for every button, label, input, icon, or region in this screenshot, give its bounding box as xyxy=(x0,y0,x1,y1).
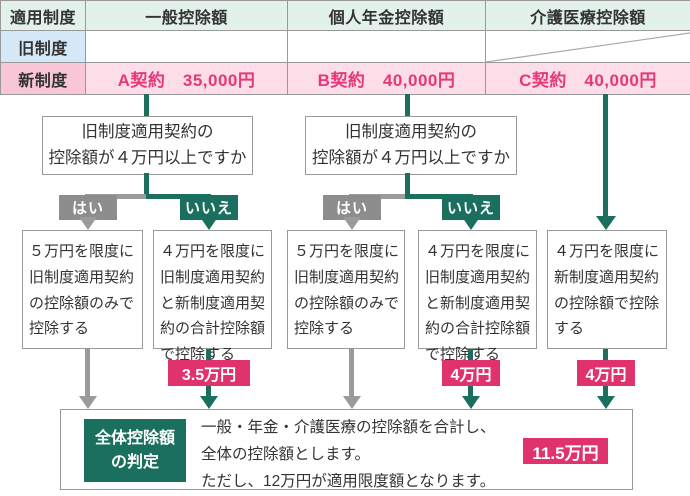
summary-title-line1: 全体控除額 xyxy=(94,430,175,448)
flow-line-general-no-horizontal xyxy=(146,194,211,199)
action-box-pension-yes: ５万円を限度に旧制度適用契約の控除額のみで控除する xyxy=(287,230,405,349)
result-badge-pension: 4万円 xyxy=(442,360,500,386)
arrow-down-icon-summary-5 xyxy=(597,396,615,409)
old-system-care-cell xyxy=(486,31,690,63)
arrow-down-icon-pension-yes xyxy=(343,217,361,230)
flow-line-pension-stub xyxy=(405,173,410,199)
header-cell-pension: 個人年金控除額 xyxy=(288,1,486,31)
new-system-pension-value: B契約 40,000円 xyxy=(288,63,486,95)
flow-line-care-drop xyxy=(603,94,608,217)
question-box-pension: 旧制度適用契約の 控除額が４万円以上ですか xyxy=(305,116,517,175)
result-badge-care: 4万円 xyxy=(577,360,635,386)
action-box-care: ４万円を限度に新制度適用契約の控除額で控除する xyxy=(547,230,667,349)
action-box-pension-no: ４万円を限度に旧制度適用契約と新制度適用契約の合計控除額で控除する xyxy=(418,230,537,363)
summary-title-badge: 全体控除額 の判定 xyxy=(84,419,186,482)
row-label-old-system: 旧制度 xyxy=(1,31,86,63)
no-badge-general: いいえ xyxy=(180,195,238,220)
header-cell-care: 介護医療控除額 xyxy=(486,1,690,31)
arrow-down-icon-general-no xyxy=(200,217,218,230)
flow-line-general-yes-down xyxy=(85,349,90,397)
new-system-general-value: A契約 35,000円 xyxy=(86,63,288,95)
old-system-general-cell xyxy=(86,31,288,63)
summary-title-line2: の判定 xyxy=(110,453,159,471)
new-system-care-value: C契約 40,000円 xyxy=(486,63,690,95)
total-amount-badge: 11.5万円 xyxy=(523,438,608,464)
summary-box: 全体控除額 の判定 一般・年金・介護医療の控除額を合計し、 全体の控除額とします… xyxy=(60,409,633,490)
not-applicable-diagonal-line xyxy=(486,32,690,62)
deduction-table: 適用制度 一般控除額 個人年金控除額 介護医療控除額 旧制度 新制度 A契約 3… xyxy=(0,0,690,95)
no-badge-pension: いいえ xyxy=(442,195,500,220)
summary-text: 一般・年金・介護医療の控除額を合計し、 全体の控除額とします。 ただし、12万円… xyxy=(201,415,496,496)
arrow-down-icon-general-yes xyxy=(79,217,97,230)
summary-text-line2: 全体の控除額とします。 xyxy=(201,445,370,463)
header-cell-system: 適用制度 xyxy=(1,1,86,31)
arrow-down-icon-summary-3 xyxy=(343,396,361,409)
old-system-pension-cell xyxy=(288,31,486,63)
summary-text-line1: 一般・年金・介護医療の控除額を合計し、 xyxy=(201,419,496,436)
question-line1: 旧制度適用契約の xyxy=(345,122,477,141)
summary-text-line3: ただし、12万円が適用限度額となります。 xyxy=(201,472,496,490)
yes-badge-pension: はい xyxy=(323,195,381,220)
question-box-general: 旧制度適用契約の 控除額が４万円以上ですか xyxy=(42,116,253,175)
flow-line-pension-yes-down xyxy=(349,349,354,397)
arrow-down-icon-pension-no xyxy=(462,217,480,230)
arrow-down-icon-summary-4 xyxy=(462,396,480,409)
flow-line-pension-drop xyxy=(405,94,410,117)
arrow-down-icon-care-top xyxy=(596,216,616,230)
question-line1: 旧制度適用契約の xyxy=(81,122,214,141)
arrow-down-icon-summary-2 xyxy=(200,396,218,409)
question-line2: 控除額が４万円以上ですか xyxy=(312,148,510,167)
flow-line-general-stub xyxy=(144,173,149,199)
yes-badge-general: はい xyxy=(59,195,117,220)
action-box-general-no: ４万円を限度に旧制度適用契約と新制度適用契約の合計控除額で控除する xyxy=(153,230,272,363)
header-cell-general: 一般控除額 xyxy=(86,1,288,31)
question-line2: 控除額が４万円以上ですか xyxy=(48,148,247,167)
result-badge-general: 3.5万円 xyxy=(168,360,250,386)
row-label-new-system: 新制度 xyxy=(1,63,86,95)
arrow-down-icon-summary-1 xyxy=(79,396,97,409)
action-box-general-yes: ５万円を限度に旧制度適用契約の控除額のみで控除する xyxy=(22,230,143,349)
flow-line-pension-no-horizontal xyxy=(405,194,473,199)
flow-line-general-drop xyxy=(144,94,149,117)
